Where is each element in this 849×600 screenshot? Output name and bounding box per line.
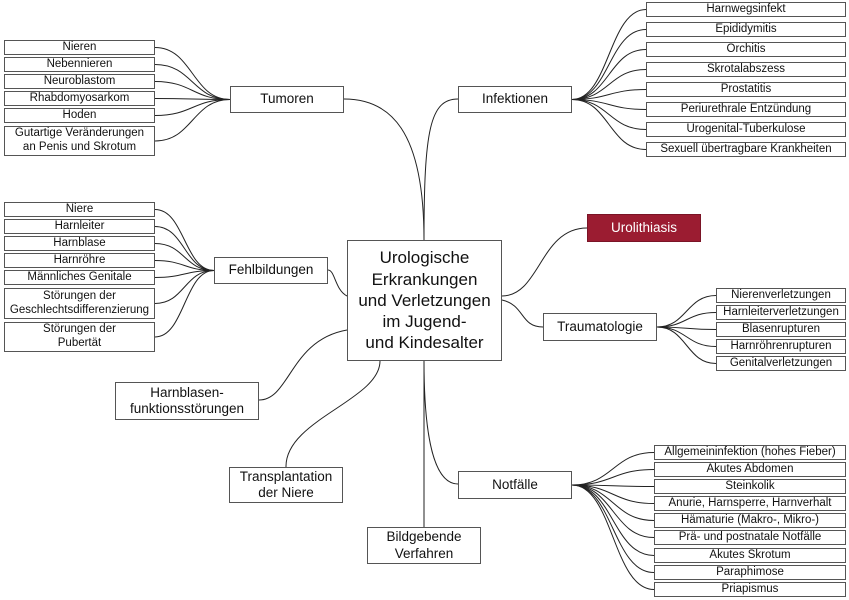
leaf-infektionen: Sexuell übertragbare Krankheiten — [646, 142, 846, 157]
leaf-connector — [154, 81, 231, 100]
category-label-line: der Niere — [258, 485, 314, 500]
leaf-connector — [571, 469, 655, 486]
leaf-line: Störungen der — [43, 289, 116, 302]
leaf-connector — [571, 69, 647, 100]
leaf-connector — [571, 99, 647, 110]
leaf-tumoren: Gutartige Veränderungen an Penis und Skr… — [4, 126, 155, 156]
leaf-traumatologie: Nierenverletzungen — [716, 288, 846, 303]
leaf-connector — [154, 226, 215, 271]
leaf-connector — [571, 99, 647, 150]
category-tumoren: Tumoren — [230, 86, 344, 113]
leaf-connector — [656, 326, 717, 364]
leaf-traumatologie: Blasenrupturen — [716, 322, 846, 337]
leaf-tumoren: Rhabdomyosarkom — [4, 91, 155, 106]
leaf-notfaelle: Paraphimose — [654, 565, 846, 580]
leaf-line: Gutartige Veränderungen — [14, 127, 145, 140]
leaf-connector — [571, 49, 647, 100]
leaf-notfaelle: Prä- und postnatale Notfälle — [654, 530, 846, 545]
category-label-line: Bildgebende — [386, 529, 462, 545]
leaf-fehlbildungen: Männliches Genitale — [4, 270, 155, 285]
leaf-connector — [571, 484, 655, 556]
leaf-fehlbildungen: Harnleiter — [4, 219, 155, 234]
leaf-connector — [571, 89, 647, 100]
leaf-connector — [571, 99, 647, 130]
central-topic-line: und Verletzungen — [358, 290, 491, 310]
leaf-fehlbildungen: Störungen der Geschlechtsdifferenzierung — [4, 288, 155, 319]
central-topic-line: und Kindesalter — [365, 333, 484, 353]
leaf-line: Störungen der — [43, 323, 116, 336]
leaf-notfaelle: Steinkolik — [654, 479, 846, 494]
leaf-connector — [154, 260, 215, 271]
leaf-line: Geschlechtsdifferenzierung — [9, 303, 150, 316]
leaf-connector — [571, 29, 647, 100]
leaf-tumoren: Nieren — [4, 40, 155, 55]
leaf-tumoren: Nebennieren — [4, 57, 155, 72]
leaf-fehlbildungen: Harnblase — [4, 236, 155, 251]
category-transplantation: Transplantation der Niere — [229, 467, 343, 503]
leaf-connector — [571, 484, 655, 573]
category-fehlbildungen: Fehlbildungen — [214, 257, 328, 284]
category-infektionen: Infektionen — [458, 86, 572, 113]
category-label-line: Harnblasen- — [150, 384, 224, 400]
leaf-line: an Penis und Skrotum — [22, 141, 137, 153]
leaf-connector — [154, 270, 215, 304]
leaf-traumatologie: Harnleiterverletzungen — [716, 305, 846, 320]
leaf-infektionen: Epididymitis — [646, 22, 846, 37]
leaf-connector — [656, 326, 717, 347]
leaf-infektionen: Harnwegsinfekt — [646, 2, 846, 17]
category-harnblasenfunktionsstoerungen: Harnblasen- funktionsstörungen — [115, 382, 259, 420]
central-topic: Urologische Erkrankungen und Verletzunge… — [347, 240, 502, 361]
leaf-fehlbildungen: Harnröhre — [4, 253, 155, 268]
leaf-fehlbildungen: Niere — [4, 202, 155, 217]
leaf-connector — [154, 99, 231, 142]
leaf-connector — [154, 270, 215, 278]
category-traumatologie: Traumatologie — [543, 313, 657, 341]
leaf-connector — [571, 484, 655, 590]
category-bildgebende-verfahren: Bildgebende Verfahren — [367, 527, 481, 564]
category-label-line: Verfahren — [394, 545, 454, 561]
central-topic-line: Urologische — [379, 248, 470, 268]
leaf-infektionen: Urogenital-Tuberkulose — [646, 122, 846, 137]
leaf-line: Pubertät — [57, 337, 102, 349]
category-label-line: Transplantation — [239, 468, 333, 484]
leaf-infektionen: Orchitis — [646, 42, 846, 57]
leaf-connector — [154, 209, 215, 271]
leaf-notfaelle: Allgemeininfektion (hohes Fieber) — [654, 445, 846, 460]
leaf-connector — [571, 9, 647, 100]
leaf-infektionen: Prostatitis — [646, 82, 846, 97]
central-topic-line: Erkrankungen — [371, 269, 478, 289]
leaf-traumatologie: Harnröhrenrupturen — [716, 339, 846, 354]
leaf-connector — [656, 295, 717, 328]
central-topic-line: im Jugend- — [382, 312, 467, 332]
leaf-traumatologie: Genitalverletzungen — [716, 356, 846, 371]
category-notfaelle: Notfälle — [458, 471, 572, 499]
leaf-tumoren: Hoden — [4, 108, 155, 123]
leaf-notfaelle: Anurie, Harnsperre, Harnverhalt — [654, 496, 846, 511]
leaf-connector — [154, 64, 231, 100]
leaf-notfaelle: Priapismus — [654, 582, 846, 597]
leaf-connector — [154, 47, 231, 100]
leaf-connector — [154, 270, 215, 338]
leaf-notfaelle: Akutes Abdomen — [654, 462, 846, 477]
leaf-connector — [656, 312, 717, 328]
leaf-infektionen: Periurethrale Entzündung — [646, 102, 846, 117]
leaf-connector — [571, 452, 655, 486]
category-urolithiasis: Urolithiasis — [587, 214, 701, 242]
leaf-notfaelle: Akutes Skrotum — [654, 548, 846, 563]
category-label-line: funktionsstörungen — [129, 401, 245, 416]
leaf-notfaelle: Hämaturie (Makro-, Mikro-) — [654, 513, 846, 528]
leaf-connector — [154, 243, 215, 271]
leaf-connector — [154, 99, 231, 116]
leaf-tumoren: Neuroblastom — [4, 74, 155, 89]
leaf-infektionen: Skrotalabszess — [646, 62, 846, 77]
leaf-fehlbildungen: Störungen der Pubertät — [4, 322, 155, 352]
